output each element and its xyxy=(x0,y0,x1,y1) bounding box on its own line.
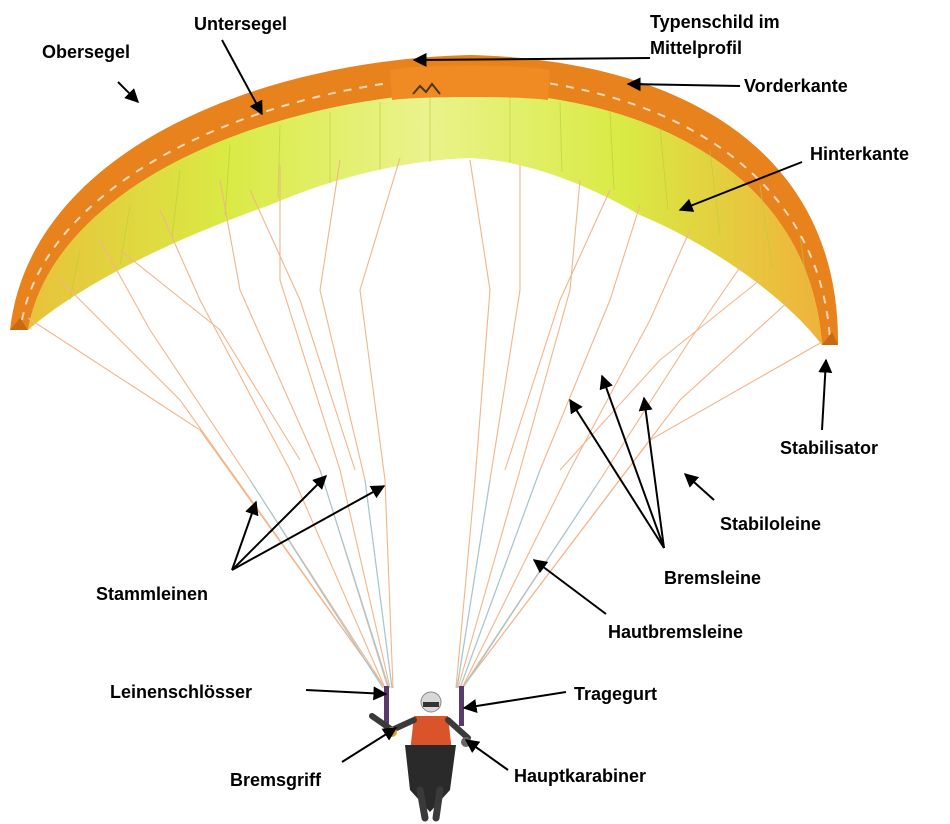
arrow-obersegel xyxy=(118,82,138,102)
label-leinenschloesser: Leinenschlösser xyxy=(110,682,252,702)
label-typenschild-line1: Typenschild im xyxy=(650,12,780,32)
arrow-hauptkarabiner xyxy=(466,740,508,770)
center-profile xyxy=(390,66,550,101)
label-hinterkante: Hinterkante xyxy=(810,144,909,164)
label-stammleinen: Stammleinen xyxy=(96,584,208,604)
label-stabiloleine: Stabiloleine xyxy=(720,514,821,534)
label-obersegel: Obersegel xyxy=(42,42,130,62)
arrow-bremsgriff xyxy=(342,728,396,762)
label-hautbremsleine: Hautbremsleine xyxy=(608,622,743,642)
pilot-right-arm xyxy=(448,720,468,738)
arrow-bremsleine-3 xyxy=(644,398,664,548)
arrow-leinenschloesser xyxy=(306,690,386,694)
arrow-stammleinen-3 xyxy=(232,486,384,570)
arrow-hautbremsleine xyxy=(534,560,606,614)
label-bremsgriff: Bremsgriff xyxy=(230,770,322,790)
pilot xyxy=(372,686,471,818)
pilot-visor xyxy=(423,702,439,707)
pilot-harness xyxy=(405,745,456,812)
label-typenschild-line2: Mittelprofil xyxy=(650,38,742,58)
arrow-stabilisator xyxy=(822,360,826,430)
label-untersegel: Untersegel xyxy=(194,14,287,34)
label-tragegurt: Tragegurt xyxy=(574,684,657,704)
left-riser xyxy=(384,686,389,726)
right-riser xyxy=(459,686,464,726)
arrow-stabiloleine xyxy=(685,474,714,500)
arrow-tragegurt xyxy=(464,692,566,708)
label-hauptkarabiner: Hauptkarabiner xyxy=(514,766,646,786)
label-vorderkante: Vorderkante xyxy=(744,76,848,96)
label-bremsleine: Bremsleine xyxy=(664,568,761,588)
label-stabilisator: Stabilisator xyxy=(780,438,878,458)
arrow-stammleinen-2 xyxy=(232,476,326,570)
